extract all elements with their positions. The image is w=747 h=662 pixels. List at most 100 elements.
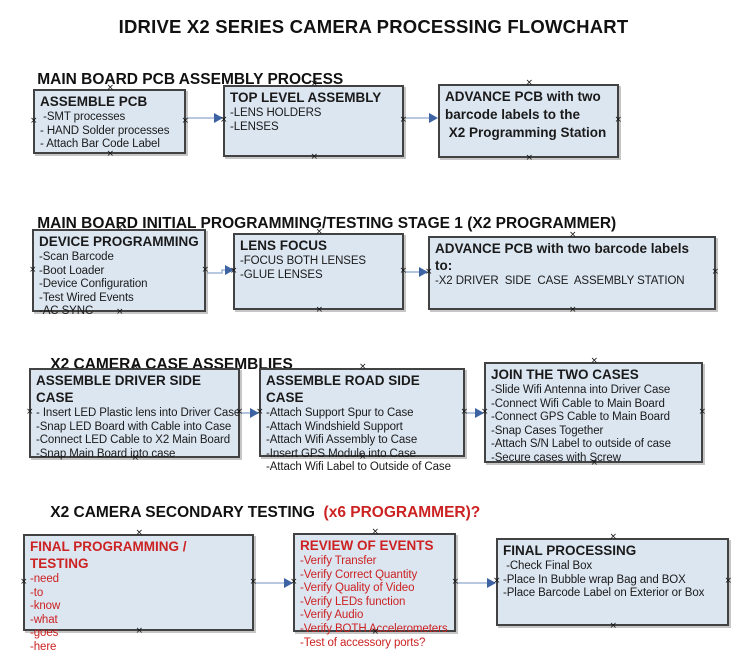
connection-handle-icon[interactable] [20, 578, 28, 587]
box-final-programming-testing[interactable]: FINAL PROGRAMMING / TESTING -need-to-kno… [20, 534, 257, 653]
connection-handle-icon[interactable] [526, 154, 534, 163]
flow-arrow[interactable] [187, 113, 223, 123]
box-item-list: -Slide Wifi Antenna into Driver Case-Con… [491, 384, 697, 466]
box-item-list: -Scan Barcode-Boot Loader-Device Configu… [39, 251, 200, 319]
box-item: -to [30, 586, 44, 599]
connection-handle-icon[interactable] [116, 308, 124, 317]
connection-handle-icon[interactable] [290, 578, 298, 587]
connection-handle-icon[interactable] [425, 268, 433, 277]
connection-handle-icon[interactable] [256, 408, 264, 417]
box-title: ASSEMBLE DRIVER SIDE CASE [36, 373, 205, 405]
connection-handle-icon[interactable] [610, 533, 618, 542]
flow-arrow[interactable] [457, 578, 496, 588]
section-heading-initial-programming: MAIN BOARD INITIAL PROGRAMMING/TESTING S… [20, 197, 616, 251]
box-assemble-driver-side-case[interactable]: ASSEMBLE DRIVER SIDE CASE - Insert LED P… [26, 368, 243, 461]
connection-handle-icon[interactable] [136, 529, 144, 538]
connection-handle-icon[interactable] [107, 150, 115, 159]
connection-handle-icon[interactable] [29, 266, 37, 275]
box-item: -Insert GPS Module into Case [266, 447, 416, 460]
flow-arrow[interactable] [405, 113, 438, 123]
box-join-the-two-cases[interactable]: JOIN THE TWO CASES -Slide Wifi Antenna i… [481, 362, 706, 466]
box-top-level-assembly[interactable]: TOP LEVEL ASSEMBLY -LENS HOLDERS-LENSES [223, 85, 404, 157]
box-item: -Place In Bubble wrap Bag and BOX [503, 573, 686, 586]
section-heading-text: MAIN BOARD PCB ASSEMBLY PROCESS [37, 71, 344, 88]
connection-handle-icon[interactable] [451, 578, 459, 587]
connection-handle-icon[interactable] [116, 224, 124, 233]
connection-handle-icon[interactable] [493, 577, 501, 586]
connection-handle-icon[interactable] [30, 117, 38, 126]
box-item-list: -FOCUS BOTH LENSES-GLUE LENSES [240, 255, 398, 282]
box-item: -Attach S/N Label to outside of case [491, 438, 671, 451]
connection-handle-icon[interactable] [460, 408, 468, 417]
box-item: -need [30, 573, 59, 585]
connection-handle-icon[interactable] [610, 622, 618, 631]
connection-handle-icon[interactable] [136, 627, 144, 636]
box-title: LENS FOCUS [240, 238, 328, 253]
connection-handle-icon[interactable] [526, 79, 534, 88]
connection-handle-icon[interactable] [399, 116, 407, 125]
box-assemble-pcb[interactable]: ASSEMBLE PCB -SMT processes- HAND Solder… [33, 89, 186, 154]
flow-arrow[interactable] [255, 578, 293, 588]
box-device-programming[interactable]: DEVICE PROGRAMMING -Scan Barcode-Boot Lo… [29, 229, 209, 317]
box-item: -Verify Quality of Video [300, 582, 415, 595]
connection-handle-icon[interactable] [249, 578, 257, 587]
connection-handle-icon[interactable] [698, 408, 706, 417]
connection-handle-icon[interactable] [481, 408, 489, 417]
box-final-processing[interactable]: FINAL PROCESSING -Check Final Box-Place … [496, 538, 729, 626]
connection-handle-icon[interactable] [359, 363, 367, 372]
box-item: -Scan Barcode [39, 251, 114, 263]
box-item: -Connect GPS Cable to Main Board [491, 411, 670, 424]
flow-arrow[interactable] [405, 267, 428, 277]
connection-handle-icon[interactable] [711, 268, 719, 277]
connection-handle-icon[interactable] [220, 116, 228, 125]
box-item: -LENSES [230, 120, 279, 133]
connection-handle-icon[interactable] [399, 267, 407, 276]
connection-handle-icon[interactable] [316, 228, 324, 237]
connection-handle-icon[interactable] [591, 459, 599, 468]
connection-handle-icon[interactable] [372, 628, 380, 637]
box-advance-pcb-driver-side[interactable]: ADVANCE PCB with two barcode labels to: … [428, 236, 716, 310]
connection-handle-icon[interactable] [132, 363, 140, 372]
box-lens-focus[interactable]: LENS FOCUS -FOCUS BOTH LENSES-GLUE LENSE… [233, 233, 404, 310]
box-item: -FOCUS BOTH LENSES [240, 255, 366, 267]
box-item: -Place Barcode Label on Exterior or Box [503, 587, 705, 600]
connection-handle-icon[interactable] [235, 408, 243, 417]
connection-handle-icon[interactable] [181, 117, 189, 126]
box-assemble-road-side-case[interactable]: ASSEMBLE ROAD SIDE CASE -Attach Support … [256, 368, 468, 473]
box-item-list: - Insert LED Plastic lens into Driver Ca… [36, 407, 241, 461]
box-item: -Verify BOTH Accelerometers [300, 622, 448, 635]
box-item: -Attach Support Spur to Case [266, 407, 414, 419]
box-item-list: -SMT processes- HAND Solder processes- A… [40, 111, 180, 152]
box-title: ADVANCE PCB with two barcode labels to t… [445, 89, 607, 140]
box-item-list: -X2 DRIVER SIDE CASE ASSEMBLY STATION [435, 275, 710, 289]
connection-handle-icon[interactable] [201, 266, 209, 275]
connection-handle-icon[interactable] [132, 454, 140, 463]
connection-handle-icon[interactable] [591, 357, 599, 366]
box-advance-pcb-programming-station[interactable]: ADVANCE PCB with two barcode labels to t… [438, 84, 619, 158]
connection-handle-icon[interactable] [372, 528, 380, 537]
box-item: - Insert LED Plastic lens into Driver Ca… [36, 407, 241, 419]
section-heading-text: MAIN BOARD INITIAL PROGRAMMING/TESTING S… [37, 215, 617, 232]
box-title: DEVICE PROGRAMMING [39, 234, 199, 249]
box-item: -Verify LEDs function [300, 595, 406, 608]
connection-handle-icon[interactable] [569, 306, 577, 315]
connection-handle-icon[interactable] [569, 231, 577, 240]
connection-handle-icon[interactable] [107, 84, 115, 93]
page-title: IDRIVE X2 SERIES CAMERA PROCESSING FLOWC… [118, 16, 629, 37]
box-item: -Verify Transfer [300, 555, 377, 567]
connection-handle-icon[interactable] [230, 267, 238, 276]
box-item: -Attach Wifi Label to Outside of Case [266, 461, 451, 474]
connection-handle-icon[interactable] [311, 80, 319, 89]
box-review-of-events[interactable]: REVIEW OF EVENTS -Verify Transfer-Verify… [290, 533, 459, 649]
connection-handle-icon[interactable] [614, 116, 622, 125]
connection-handle-icon[interactable] [311, 153, 319, 162]
box-item: -know [30, 600, 61, 613]
connection-handle-icon[interactable] [724, 577, 732, 586]
connection-handle-icon[interactable] [359, 453, 367, 462]
connection-handle-icon[interactable] [316, 306, 324, 315]
box-item: -Connect Wifi Cable to Main Board [491, 397, 665, 410]
box-item: -Attach Wifi Assembly to Case [266, 434, 418, 447]
box-item: -Check Final Box [503, 560, 593, 572]
connection-handle-icon[interactable] [26, 408, 34, 417]
